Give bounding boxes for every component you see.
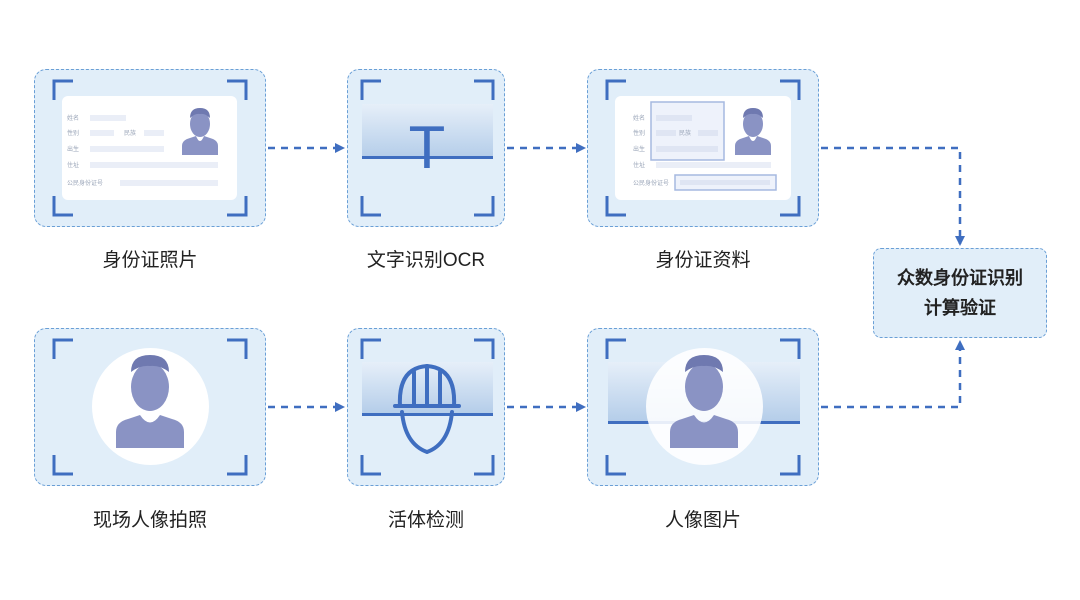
corner-brackets <box>52 79 801 476</box>
field-birth-label: 出生 <box>67 145 79 153</box>
ocr-scan-area <box>362 104 493 158</box>
step-label-id-photo: 身份证照片 <box>102 250 198 271</box>
ocr-text-icon: T <box>409 114 446 181</box>
ocr-scan-line <box>362 156 493 159</box>
field-name-label: 姓名 <box>67 114 79 122</box>
step-label-liveness: 活体检测 <box>387 510 464 531</box>
result-line-1: 众数身份证识别 <box>897 268 1023 288</box>
helmet-face-icon <box>393 364 461 454</box>
field-ethnicity-label: 民族 <box>124 129 136 137</box>
person-icon <box>735 108 771 155</box>
field-id-number-label: 公民身份证号 <box>67 179 103 187</box>
field-address-label: 住址 <box>67 161 79 169</box>
flow-arrows <box>268 143 965 412</box>
result-box: 众数身份证识别 计算验证 <box>873 248 1047 338</box>
id-card-fields: 姓名 性别 民族 出生 住址 公民身份证号 <box>67 114 218 187</box>
field2-birth-label: 出生 <box>633 145 645 153</box>
person-icon <box>182 108 218 155</box>
result-line-2: 计算验证 <box>924 298 996 318</box>
step-label-live-photo: 现场人像拍照 <box>92 510 207 531</box>
field-gender-label: 性别 <box>67 129 79 137</box>
field2-address-label: 住址 <box>633 161 645 169</box>
step-label-portrait: 人像图片 <box>664 510 741 531</box>
field2-ethnicity-label: 民族 <box>679 129 691 137</box>
portrait-person-icon <box>670 355 738 448</box>
field2-name-label: 姓名 <box>633 114 645 122</box>
field2-id-number-label: 公民身份证号 <box>633 179 669 187</box>
step-label-id-data: 身份证资料 <box>655 250 751 271</box>
step-label-ocr: 文字识别OCR <box>366 250 486 271</box>
id-data-fields: 姓名 性别 民族 出生 住址 公民身份证号 <box>633 101 777 191</box>
field2-gender-label: 性别 <box>633 129 645 137</box>
live-person-icon <box>116 355 184 448</box>
liveness-scan-line <box>362 413 493 416</box>
